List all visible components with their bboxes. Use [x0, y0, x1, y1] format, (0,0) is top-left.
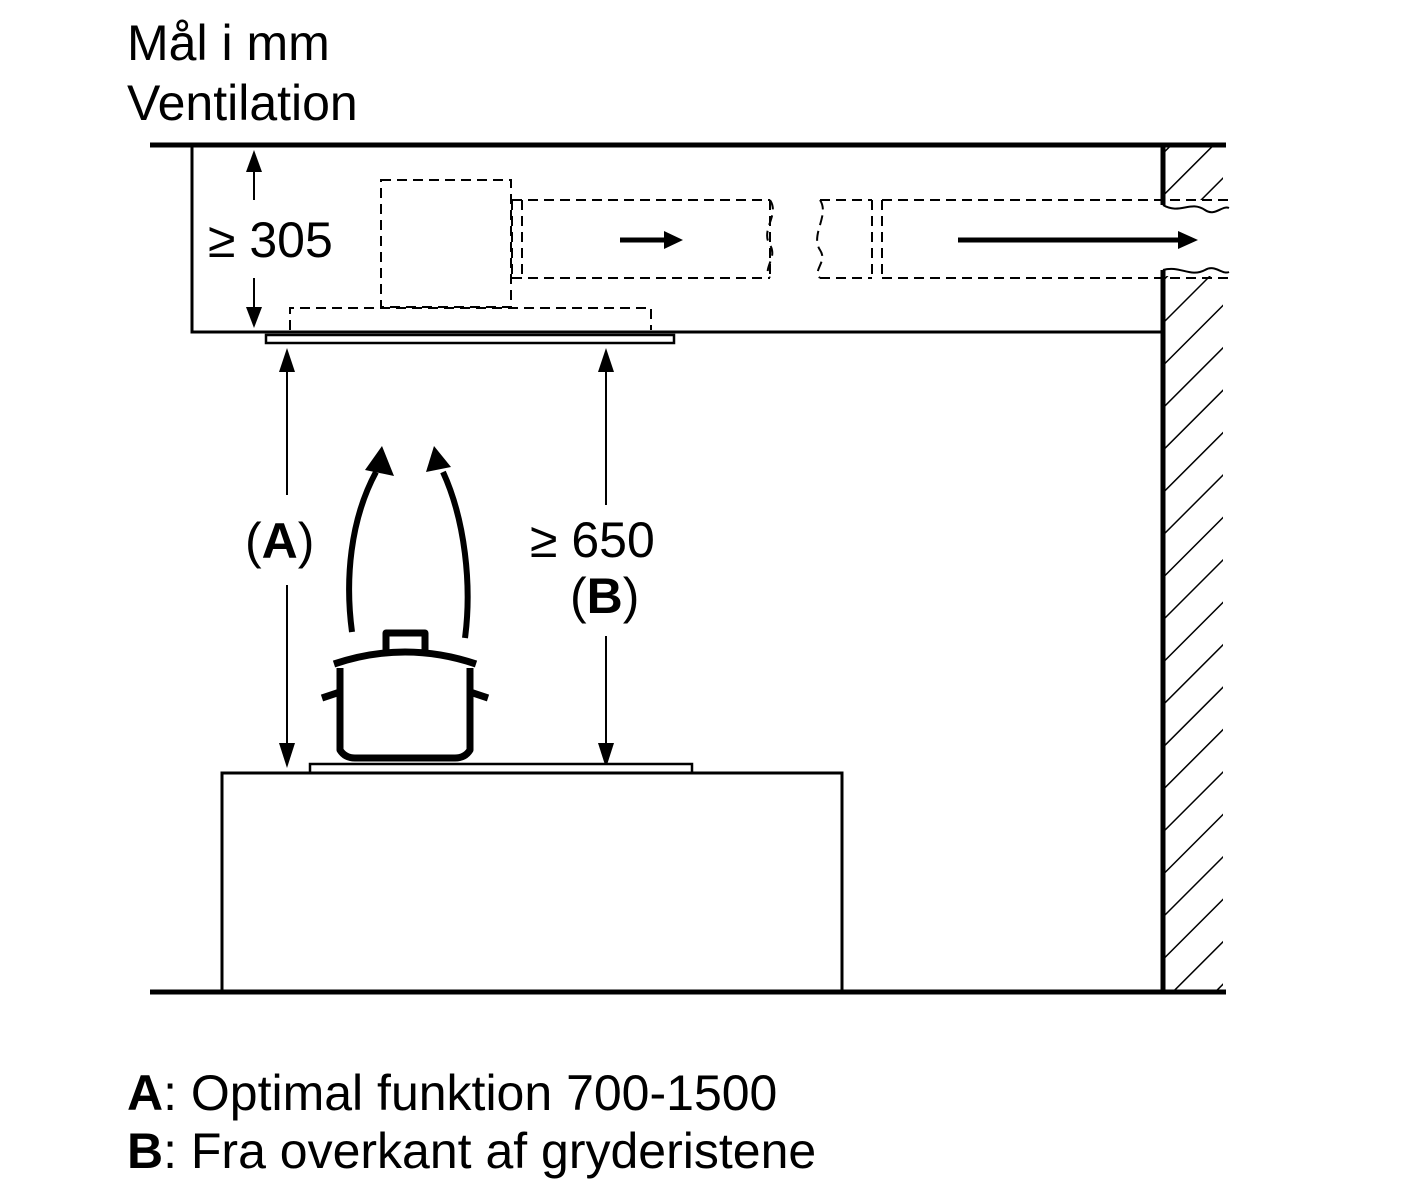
steam-arrow-right — [426, 446, 471, 639]
kitchen-counter — [220, 771, 844, 994]
cooking-pot-icon — [320, 629, 490, 762]
dimension-b-value: ≥ 650 — [530, 512, 655, 568]
wall — [1160, 145, 1230, 992]
duct-height-label: ≥ 305 — [208, 212, 333, 268]
suspended-ceiling — [190, 145, 1163, 334]
dimension-a-line — [279, 348, 295, 768]
mode-title: Ventilation — [127, 75, 358, 131]
legend-item-a: A: Optimal funktion 700-1500 — [127, 1065, 777, 1121]
duct-height-dimension — [246, 150, 262, 328]
legend-item-b: B: Fra overkant af gryderistene — [127, 1123, 816, 1179]
duct-flow-arrow-short — [620, 231, 683, 249]
hood-panel — [264, 333, 676, 345]
units-title: Mål i mm — [127, 15, 330, 71]
duct-flow-arrow-long — [958, 231, 1198, 249]
motor-housing-dashed — [289, 179, 652, 330]
dimension-b-line — [598, 348, 614, 768]
dimension-a-label: (A) — [245, 513, 314, 569]
steam-arrow-left — [346, 446, 394, 633]
dimension-b-label: (B) — [570, 568, 639, 624]
duct-dashed — [511, 199, 1229, 279]
